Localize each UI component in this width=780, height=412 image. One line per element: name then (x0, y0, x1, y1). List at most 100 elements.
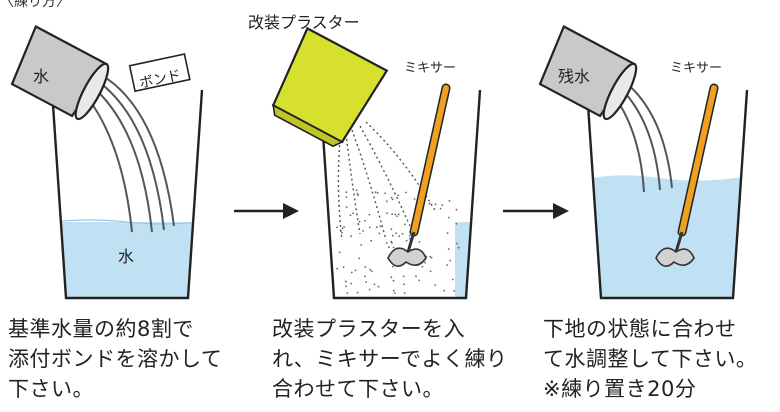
speckle (449, 259, 452, 262)
bond-tag (128, 53, 191, 93)
speckle (344, 280, 347, 283)
speckle (385, 242, 388, 244)
speckle (368, 213, 371, 216)
speckle (385, 200, 388, 203)
header-label: 〈練り方〉 (0, 0, 70, 10)
speckle (415, 275, 417, 278)
speckle (408, 235, 411, 237)
speckle (404, 223, 406, 226)
panel-2: 改装プラスター ミキサー (248, 13, 482, 300)
speckle (386, 212, 388, 215)
speckle (447, 248, 450, 251)
speckle (376, 192, 379, 194)
speckle (370, 239, 373, 242)
speckle (457, 246, 460, 249)
speckle (336, 267, 338, 270)
panel-3: 残水 ミキサー (538, 24, 749, 300)
speckle (397, 194, 400, 197)
speckle (448, 200, 451, 202)
arrow-1 (234, 203, 299, 219)
speckle (434, 203, 437, 206)
speckle (338, 251, 341, 254)
speckle (451, 278, 454, 281)
bucket-1 (10, 24, 110, 121)
speckle (429, 270, 432, 273)
speckle (429, 255, 432, 258)
speckle (418, 241, 421, 243)
speckle (392, 265, 394, 268)
speckle (439, 207, 442, 210)
speckle (378, 232, 381, 235)
speckle (391, 234, 394, 237)
speckle (374, 191, 377, 194)
speckle (345, 285, 347, 288)
speckle (377, 285, 380, 288)
speckle (396, 215, 398, 218)
speckle (355, 189, 358, 192)
speckle (341, 232, 343, 234)
caption-step-2: 改装プラスターを入 れ、ミキサーでよく練り 合わせて下さい。 (272, 317, 508, 401)
bucket-label-1: 水 (33, 67, 49, 86)
speckle (397, 213, 400, 216)
speckle (345, 196, 348, 199)
speckle (443, 289, 446, 292)
speckle (350, 235, 353, 238)
speckle (392, 279, 395, 282)
speckle (370, 270, 373, 273)
speckle (364, 266, 367, 268)
speckle (455, 222, 458, 225)
bucket-3 (538, 24, 638, 121)
speckle (391, 198, 394, 201)
speckle (390, 240, 393, 243)
speckle (358, 220, 361, 223)
speckle (362, 230, 364, 232)
speckle (364, 275, 366, 278)
speckle (403, 292, 406, 294)
speckle (390, 276, 393, 279)
speckle (430, 257, 433, 259)
speckle (405, 191, 407, 194)
speckle (421, 265, 424, 268)
cup-1 (50, 89, 204, 300)
speckle (424, 261, 426, 264)
speckle (349, 214, 352, 217)
speckle (428, 202, 431, 205)
speckle (379, 225, 382, 228)
speckle (350, 282, 353, 285)
speckle (368, 226, 371, 229)
speckle (346, 292, 349, 294)
mixer-label-2: ミキサー (404, 61, 456, 76)
speckle (394, 213, 397, 216)
speckle (418, 279, 421, 282)
speckle (387, 246, 390, 249)
speckle (393, 292, 396, 294)
speckle (403, 283, 405, 286)
powder-stream (337, 121, 437, 241)
plaster-bag (271, 26, 389, 148)
caption-step-3: 下地の状態に合わせ て水調整して下さい。 ※練り置き20分 (543, 317, 758, 401)
cup-2 (318, 89, 482, 300)
speckle (446, 232, 449, 235)
arrow-2 (503, 203, 569, 219)
speckle (375, 226, 378, 229)
speckle (373, 283, 376, 286)
speckle (368, 288, 371, 291)
speckle (365, 281, 367, 283)
speckle (356, 291, 359, 294)
speckle (391, 213, 394, 216)
speckle (352, 212, 354, 215)
speckle (401, 232, 404, 235)
speckle (392, 289, 395, 292)
cup-3 (585, 89, 749, 300)
speckle (369, 268, 371, 271)
speckle (342, 266, 345, 268)
speckle (456, 242, 458, 245)
speckle (364, 219, 366, 222)
mixer-2 (387, 83, 451, 267)
speckle (354, 269, 357, 272)
mixer-3 (655, 83, 719, 267)
speckle (358, 257, 361, 260)
mixer-label-3: ミキサー (670, 61, 722, 76)
speckle (446, 264, 449, 266)
speckle (395, 232, 398, 235)
